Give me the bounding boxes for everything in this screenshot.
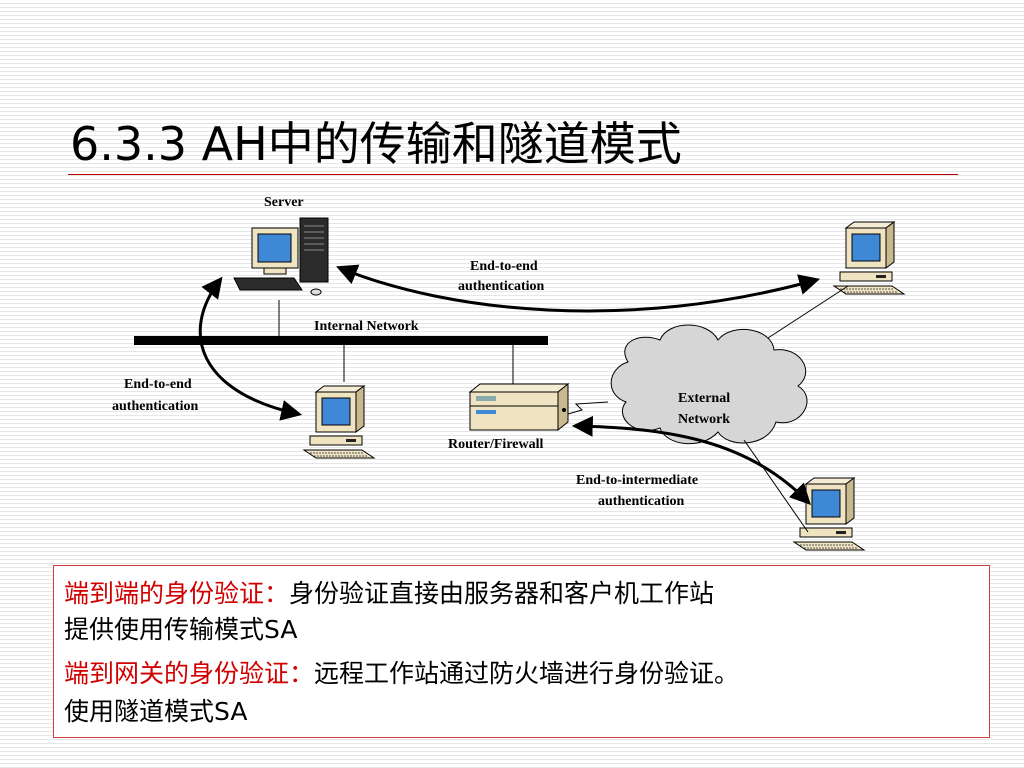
e2i-label-1: End-to-intermediate — [576, 473, 698, 488]
internal-network-label: Internal Network — [314, 319, 419, 334]
router-firewall-icon — [468, 382, 570, 432]
e2e-right-label-2: authentication — [458, 279, 545, 294]
e2i-label-2: authentication — [598, 494, 685, 509]
paragraph-line-3: 端到网关的身份验证：远程工作站通过防火墙进行身份验证。 — [64, 658, 739, 690]
e2e-left-label-2: authentication — [112, 399, 199, 414]
end-to-intermediate-arrow — [571, 415, 811, 506]
external-network-label-2: Network — [678, 412, 730, 427]
remote-workstation-top-icon — [833, 221, 905, 295]
server-label: Server — [264, 195, 304, 210]
title-underline — [68, 174, 958, 175]
paragraph-line-1: 端到端的身份验证：身份验证直接由服务器和客户机工作站 — [64, 578, 714, 610]
end-to-end-arrow-right — [336, 264, 821, 313]
internal-workstation-icon — [303, 385, 375, 459]
end-to-end-description: 身份验证直接由服务器和客户机工作站 — [289, 579, 715, 608]
paragraph-line-4: 使用隧道模式SA — [64, 697, 248, 726]
router-label: Router/Firewall — [448, 437, 543, 452]
end-to-gateway-term: 端到网关的身份验证： — [64, 659, 315, 688]
page-title: 6.3.3 AH中的传输和隧道模式 — [70, 117, 682, 171]
remote-workstation-bottom-icon — [793, 477, 865, 551]
external-network-label-1: External — [678, 391, 730, 406]
e2e-left-label-1: End-to-end — [124, 377, 192, 392]
paragraph-line-2: 提供使用传输模式SA — [64, 615, 298, 644]
description-box — [53, 565, 990, 738]
e2e-right-label-1: End-to-end — [470, 259, 538, 274]
end-to-end-term: 端到端的身份验证： — [64, 579, 290, 608]
end-to-gateway-description: 远程工作站通过防火墙进行身份验证。 — [314, 659, 740, 688]
end-to-end-arrow-left — [198, 276, 303, 421]
network-diagram: Internal Network Server Router/Firewall … — [68, 182, 940, 564]
server-icon — [233, 217, 329, 296]
internal-network-bus — [134, 336, 548, 345]
